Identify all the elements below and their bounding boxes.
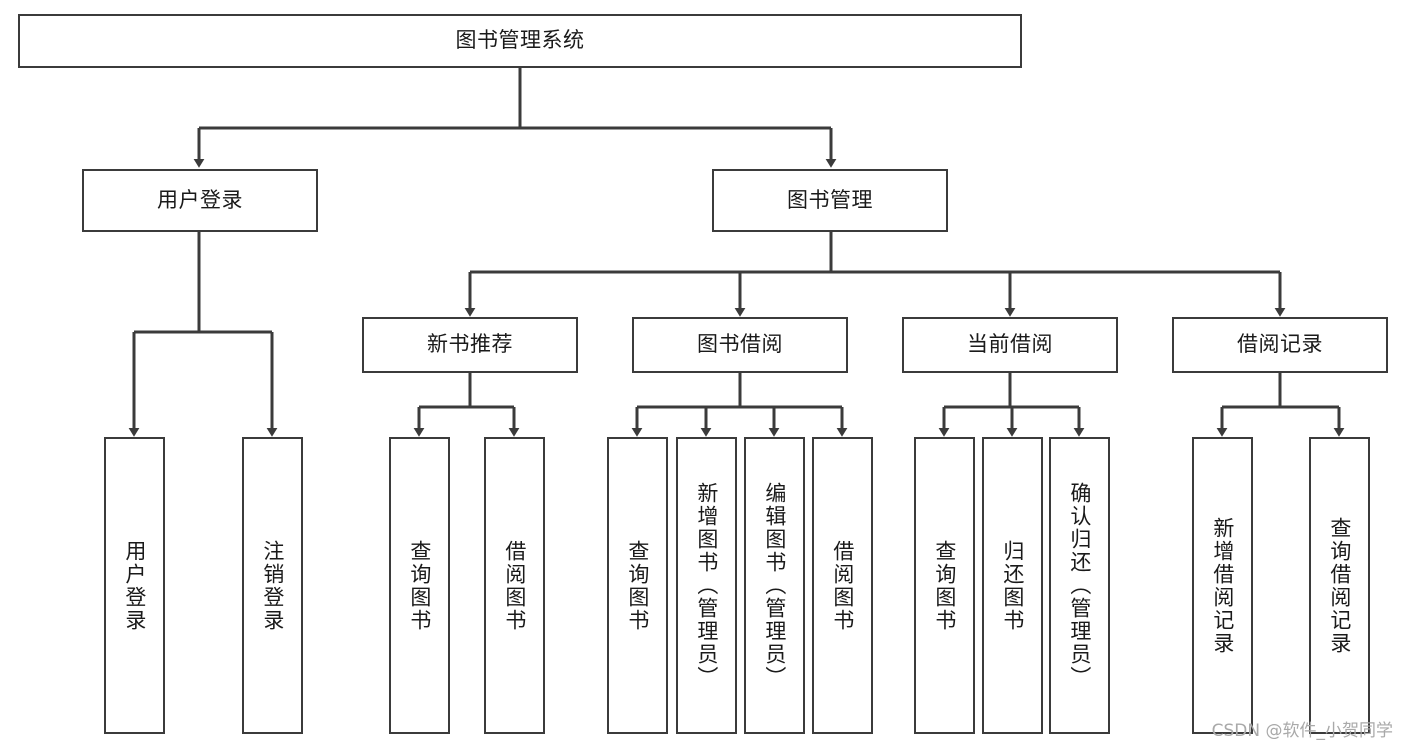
node-leaf-borrow-book-2-label: 借阅图书 — [830, 539, 855, 632]
node-leaf-query-book-3[interactable]: 查询图书 — [914, 437, 975, 734]
node-borrow-record[interactable]: 借阅记录 — [1172, 317, 1388, 373]
node-root[interactable]: 图书管理系统 — [18, 14, 1022, 68]
node-leaf-query-book-2-label: 查询图书 — [625, 539, 650, 632]
node-user-login[interactable]: 用户登录 — [82, 169, 318, 232]
node-leaf-query-book-2[interactable]: 查询图书 — [607, 437, 668, 734]
node-book-borrow[interactable]: 图书借阅 — [632, 317, 848, 373]
node-user-login-label: 用户登录 — [157, 187, 243, 212]
node-leaf-logout-label: 注销登录 — [260, 539, 285, 632]
node-current-borrow-label: 当前借阅 — [967, 332, 1053, 357]
node-leaf-query-book-1-label: 查询图书 — [407, 539, 432, 632]
node-book-manage[interactable]: 图书管理 — [712, 169, 948, 232]
node-current-borrow[interactable]: 当前借阅 — [902, 317, 1118, 373]
node-leaf-add-record-label: 新增借阅记录 — [1210, 516, 1235, 655]
node-new-book-rec-label: 新书推荐 — [427, 332, 513, 357]
node-leaf-borrow-book-1-label: 借阅图书 — [502, 539, 527, 632]
node-leaf-add-book-label: 新增图书（管理员） — [694, 482, 719, 689]
node-leaf-return-book-label: 归还图书 — [1000, 539, 1025, 632]
node-leaf-query-record-label: 查询借阅记录 — [1327, 516, 1352, 655]
node-leaf-query-book-1[interactable]: 查询图书 — [389, 437, 450, 734]
node-leaf-user-login[interactable]: 用户登录 — [104, 437, 165, 734]
node-leaf-return-book[interactable]: 归还图书 — [982, 437, 1043, 734]
node-leaf-edit-book[interactable]: 编辑图书（管理员） — [744, 437, 805, 734]
node-leaf-edit-book-label: 编辑图书（管理员） — [762, 482, 787, 689]
node-leaf-add-record[interactable]: 新增借阅记录 — [1192, 437, 1253, 734]
node-leaf-confirm-return-label: 确认归还（管理员） — [1067, 482, 1092, 689]
node-leaf-confirm-return[interactable]: 确认归还（管理员） — [1049, 437, 1110, 734]
node-new-book-rec[interactable]: 新书推荐 — [362, 317, 578, 373]
node-leaf-add-book[interactable]: 新增图书（管理员） — [676, 437, 737, 734]
node-leaf-logout[interactable]: 注销登录 — [242, 437, 303, 734]
node-leaf-query-book-3-label: 查询图书 — [932, 539, 957, 632]
node-book-manage-label: 图书管理 — [787, 187, 873, 212]
node-leaf-user-login-label: 用户登录 — [122, 539, 147, 632]
node-root-label: 图书管理系统 — [455, 28, 585, 53]
node-leaf-borrow-book-2[interactable]: 借阅图书 — [812, 437, 873, 734]
node-borrow-record-label: 借阅记录 — [1237, 332, 1323, 357]
node-leaf-borrow-book-1[interactable]: 借阅图书 — [484, 437, 545, 734]
node-leaf-query-record[interactable]: 查询借阅记录 — [1309, 437, 1370, 734]
node-book-borrow-label: 图书借阅 — [697, 332, 783, 357]
